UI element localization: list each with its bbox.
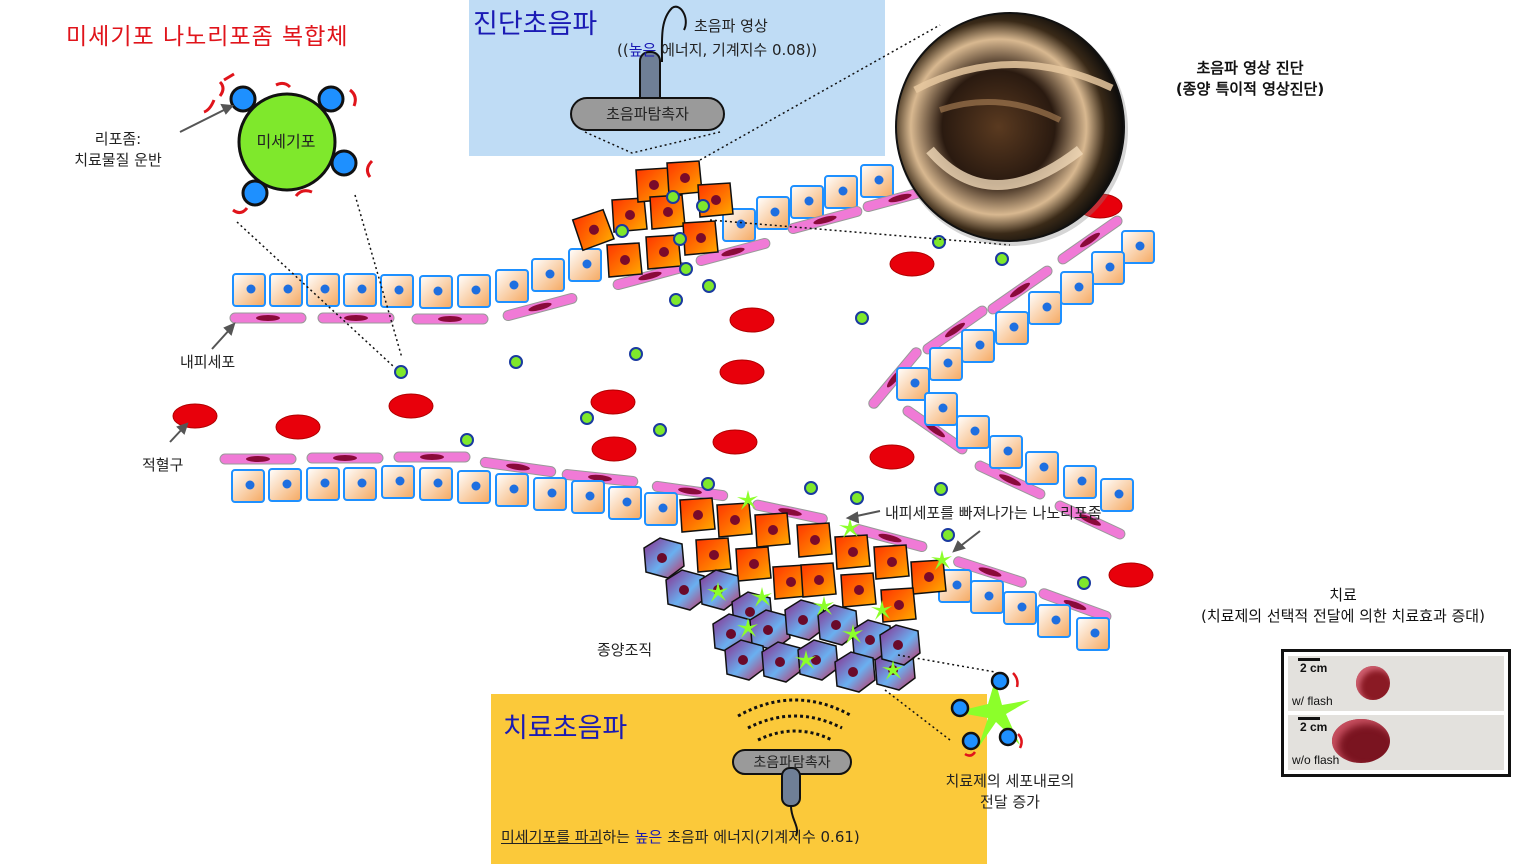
microbubble-label: 미세기포 [256, 132, 316, 151]
large-tumor [1332, 719, 1390, 763]
label-arrows [169, 103, 981, 553]
lower-tumor-tissue [643, 497, 947, 693]
treatment-photos: 2 cm w/ flash 2 cm w/o flash [1281, 649, 1511, 777]
ultrasound-image [895, 12, 1128, 246]
page-title: 미세기포 나노리포좀 복합체 [66, 24, 349, 50]
diagnostic-probe-label: 초음파탐촉자 [606, 105, 689, 123]
therapy-probe-label: 초음파탐촉자 [753, 755, 831, 771]
photo-top-caption: w/ flash [1292, 694, 1333, 708]
imaging-line2: ((높은 에너지, 기계지수 0.08)) [617, 40, 817, 61]
photo-top-scale: 2 cm [1300, 661, 1328, 675]
rbc-label: 적혈구 [142, 456, 184, 474]
photo-bottom-caption: w/o flash [1292, 753, 1340, 767]
diagnostic-ultrasound-title: 진단초음파 [473, 9, 598, 40]
imaging-line2-high: 높은 [628, 41, 657, 59]
photo-without-flash: 2 cm w/o flash [1288, 715, 1504, 770]
therapy-text-high: 높은 [634, 828, 663, 846]
tumor-tissue-label: 종양조직 [597, 641, 653, 659]
microbubble-complex [203, 72, 374, 215]
imaging-line1: 초음파 영상 [694, 17, 768, 35]
treatment-label: 치료 (치료제의 선택적 전달에 의한 치료효과 증대) [1201, 586, 1485, 625]
scale-bar [1298, 658, 1320, 661]
photo-bottom-scale: 2 cm [1300, 720, 1328, 734]
photo-with-flash: 2 cm w/ flash [1288, 656, 1504, 711]
imaging-line2-prefix: (( [617, 41, 629, 59]
zoom-lines [236, 24, 1011, 741]
small-tumor [1356, 666, 1390, 700]
imaging-result-label: 초음파 영상 진단 (종양 특이적 영상진단) [1175, 59, 1325, 98]
therapy-text-underlined: 미세기포를 파괴 [501, 828, 603, 846]
delivery-label: 치료제의 세포내로의 전달 증가 [945, 772, 1075, 811]
endothelial-label: 내피세포 [180, 353, 236, 371]
scale-bar [1298, 717, 1320, 720]
therapy-text-end: 초음파 에너지(기계지수 0.61) [662, 828, 860, 846]
therapeutic-ultrasound-title: 치료초음파 [503, 713, 628, 744]
burst-complex [950, 671, 1030, 757]
extravasation-label: 내피세포를 빠져나가는 나노리포좀 [885, 504, 1102, 522]
therapeutic-ultrasound-panel [491, 694, 987, 864]
therapy-probe [732, 698, 853, 837]
diagnostic-probe [570, 5, 725, 131]
therapy-energy-text: 미세기포를 파괴하는 높은 초음파 에너지(기계지수 0.61) [501, 827, 860, 848]
therapy-text-mid: 하는 [602, 828, 635, 846]
imaging-line2-suffix: 에너지, 기계지수 0.08)) [656, 41, 818, 59]
liposome-label: 리포좀: 치료물질 운반 [74, 130, 162, 169]
